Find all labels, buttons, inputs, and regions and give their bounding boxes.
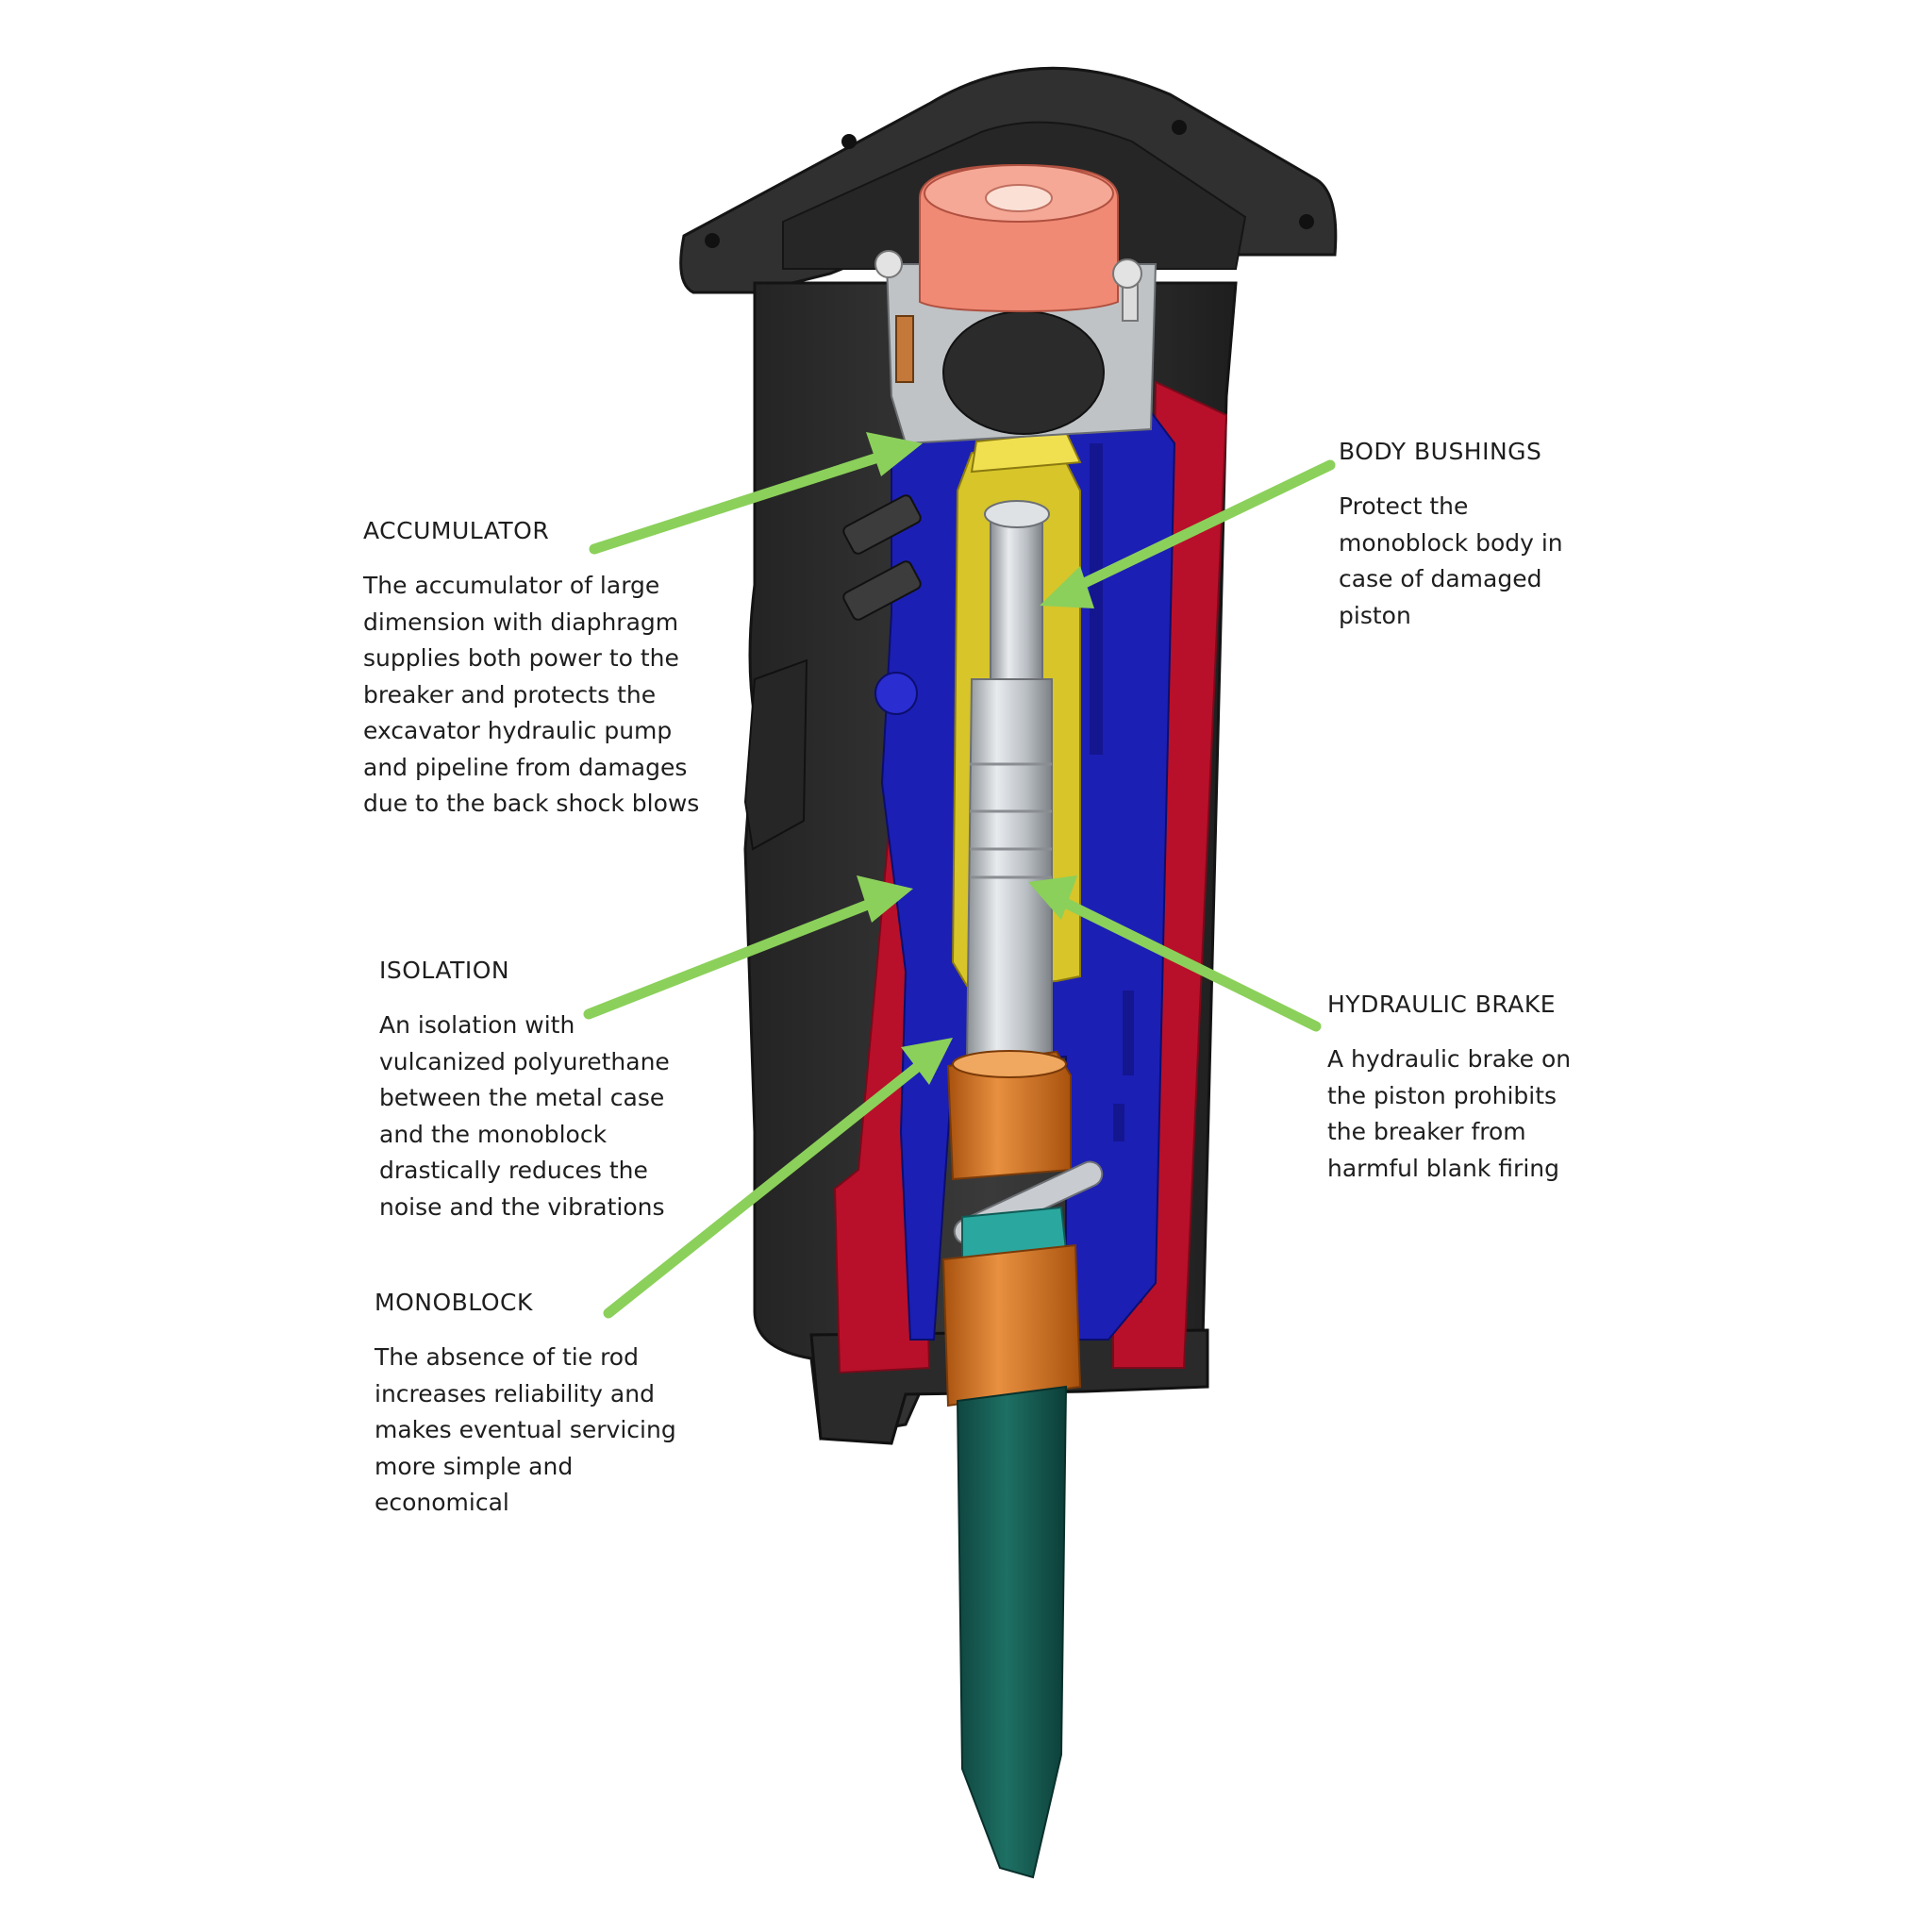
callout-hydraulic-brake: HYDRAULIC BRAKE A hydraulic brake on the… [1327,991,1582,1187]
chisel-tool [956,1385,1068,1879]
callout-description: An isolation with vulcanized polyurethan… [379,1011,670,1221]
front-head-collars [941,1050,1104,1407]
upper-collar-top [952,1050,1067,1078]
flange-bolt-hole [841,134,857,149]
callout-title: BODY BUSHINGS [1339,438,1542,465]
fitting [842,560,922,621]
callout-description: Protect the monoblock body in case of da… [1339,492,1563,629]
callout-arrows [583,432,1336,1319]
callout-title: ISOLATION [379,957,510,984]
accumulator-diaphragm [942,310,1105,435]
accumulator-nut [874,250,903,278]
callout-description: The accumulator of large dimension with … [363,572,700,817]
monoblock-channel [1113,1104,1124,1141]
accumulator [874,163,1158,445]
flange-bolt-hole [1172,120,1187,135]
isolation-right [1112,380,1228,1369]
callout-monoblock: MONOBLOCK The absence of tie rod increas… [375,1289,686,1522]
accumulator-cap-bore [985,184,1053,212]
piston-body [965,678,1053,1063]
flange-bolt-hole [705,233,720,248]
hydraulic-fittings [842,494,922,715]
callout-title: MONOBLOCK [375,1289,533,1316]
accumulator-bolt [895,315,914,383]
accumulator-bolt [1122,282,1139,322]
callout-description: A hydraulic brake on the piston prohibit… [1327,1045,1572,1182]
housing-side-lug [743,658,808,851]
callout-title: HYDRAULIC BRAKE [1327,991,1557,1018]
callout-body-bushings: BODY BUSHINGS Protect the monoblock body… [1339,438,1584,634]
flange-bolt-hole [1299,214,1314,229]
fitting [842,494,922,555]
body-bushings-arrow [1040,459,1336,608]
monoblock-channel [1090,443,1103,755]
callout-isolation: ISOLATION An isolation with vulcanized p… [379,957,681,1225]
piston-upper-rod [990,508,1043,680]
monoblock-channel [1123,991,1134,1075]
callout-title: ACCUMULATOR [363,517,550,544]
piston-top [984,500,1050,528]
callout-description: The absence of tie rod increases reliabi… [375,1343,676,1516]
accumulator-nut [1112,258,1142,289]
lower-collar [941,1243,1082,1407]
isolation-arrow [583,875,913,1020]
hydraulic-brake-arrow [1028,875,1322,1032]
fitting-cap [874,672,918,715]
monoblock-arrow [603,1038,953,1319]
accumulator-arrow [589,432,923,555]
callout-accumulator: ACCUMULATOR The accumulator of large dim… [363,517,703,823]
